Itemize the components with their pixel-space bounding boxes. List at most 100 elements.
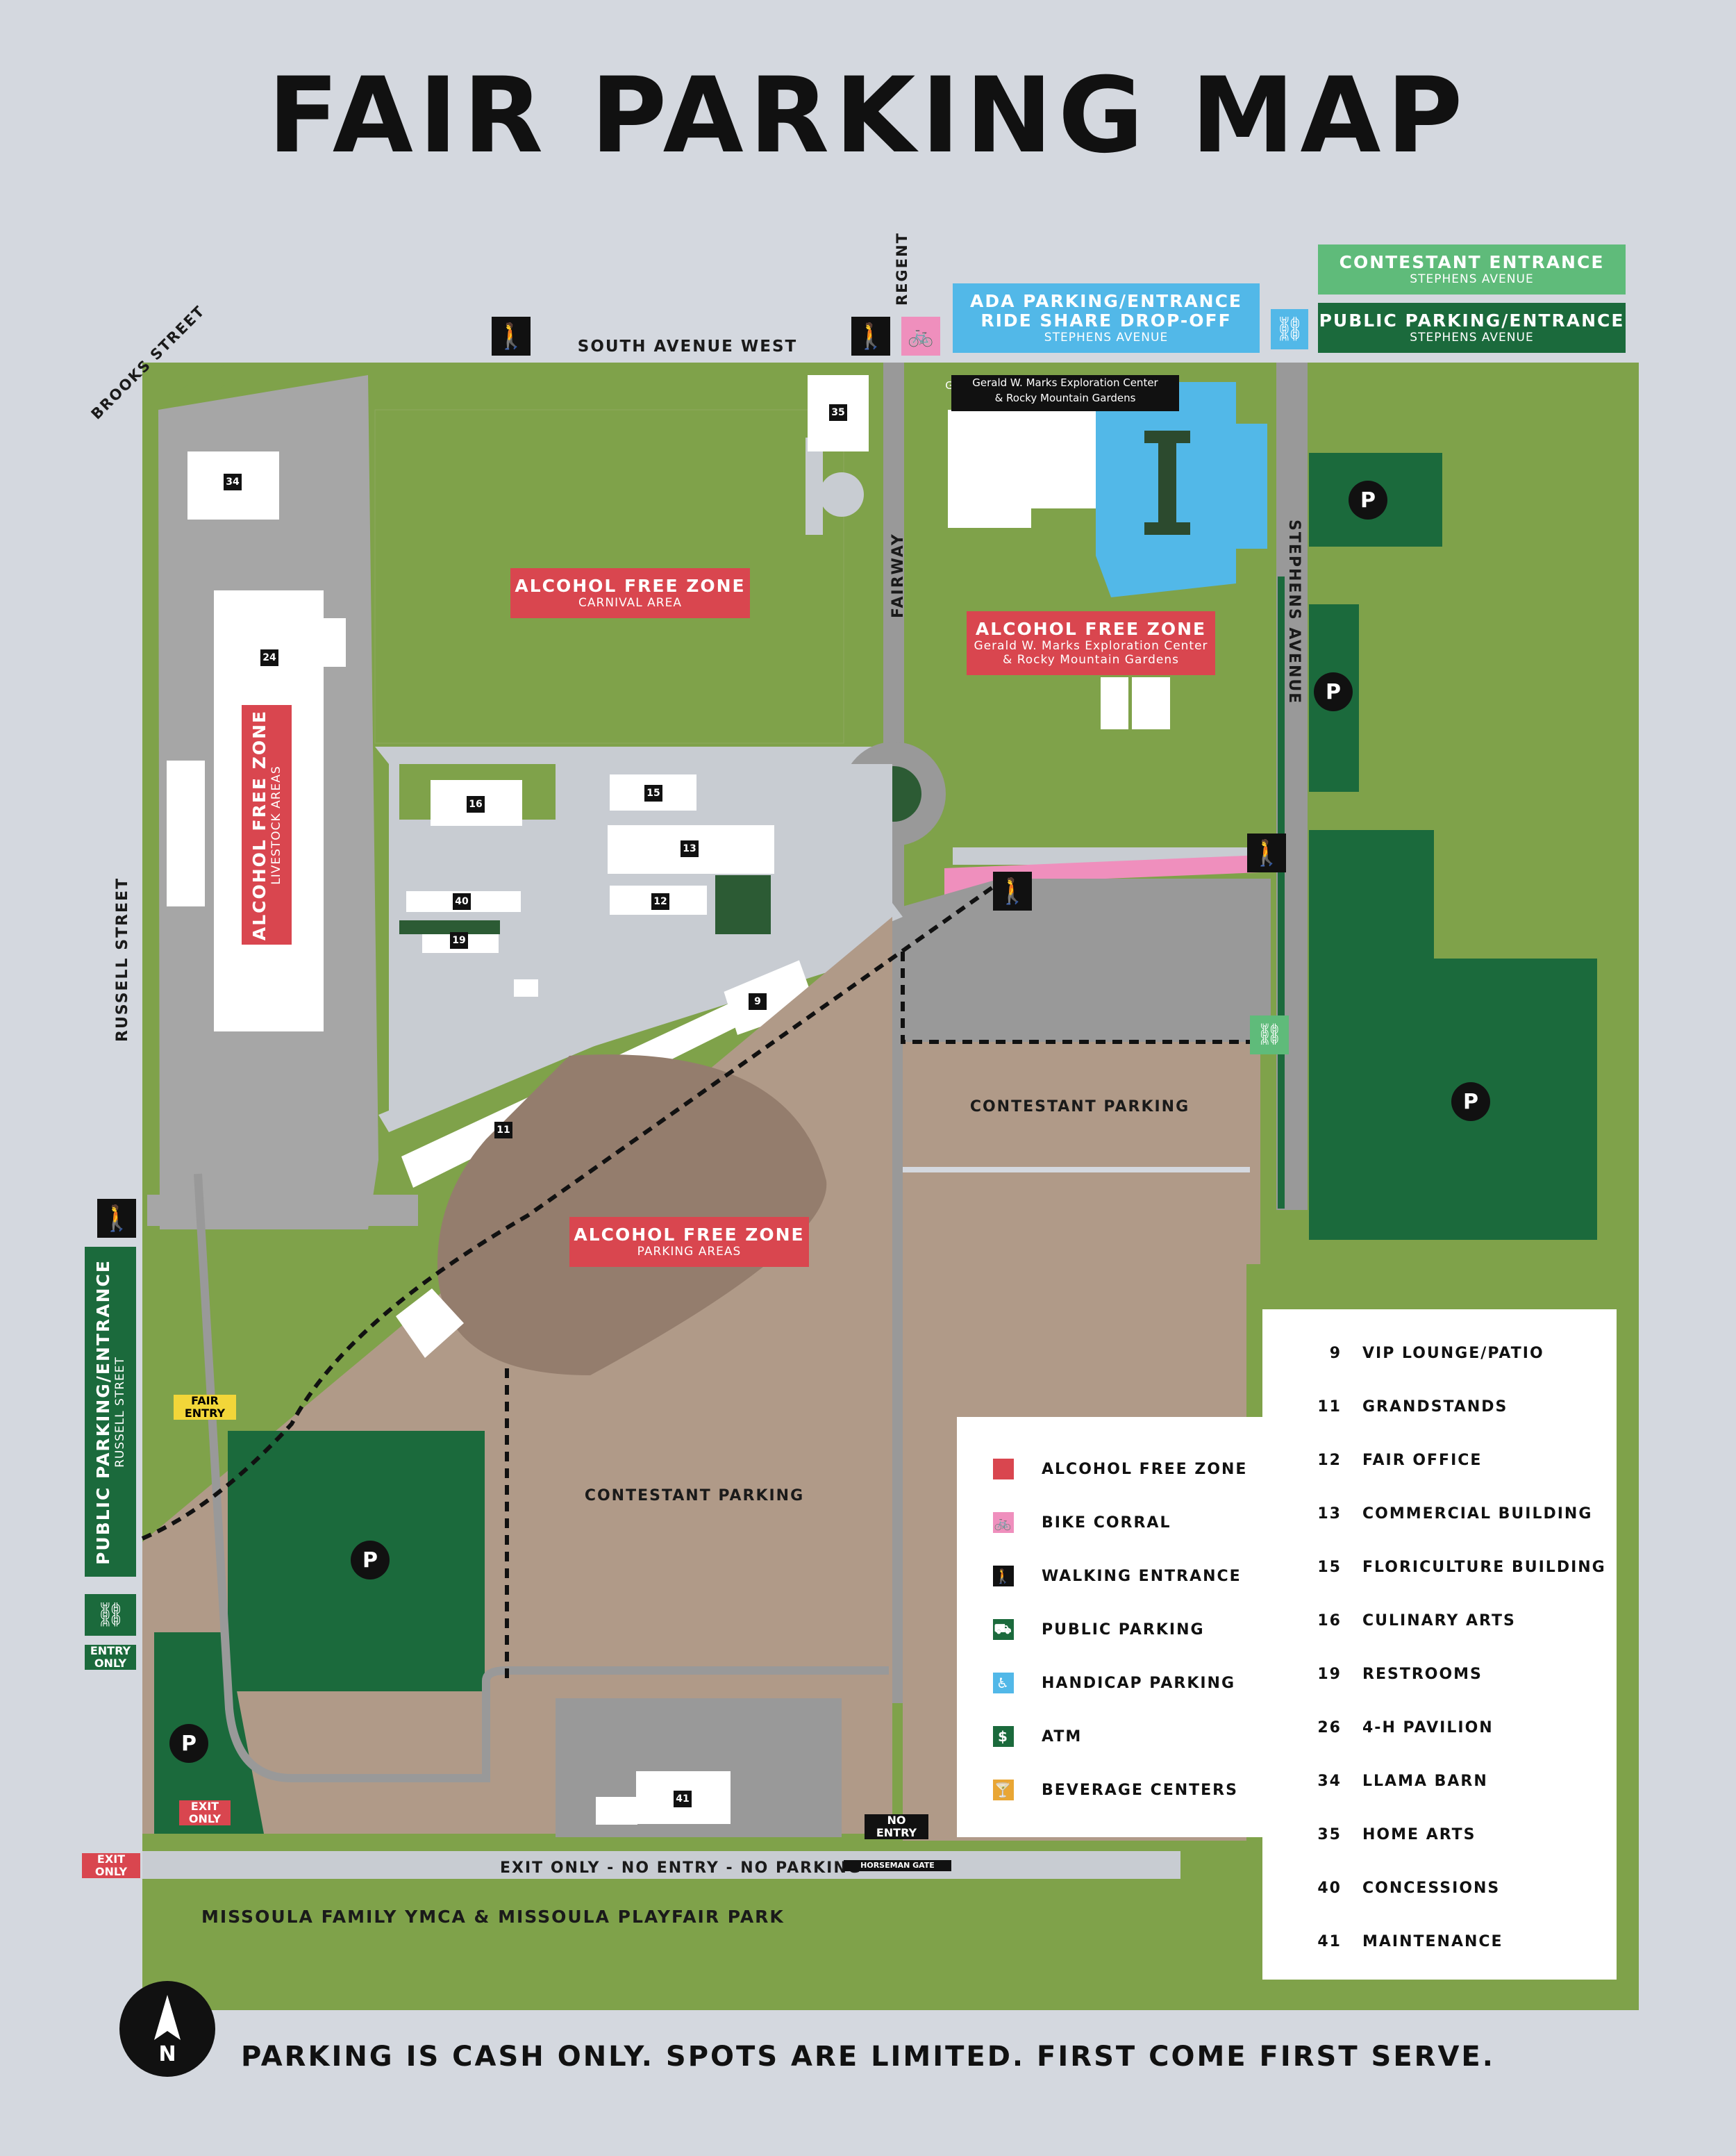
key-number: 40 [1317,1880,1342,1897]
public-parking-southwest-2 [154,1632,264,1834]
key-number: 11 [1317,1398,1342,1416]
fair-entry-line2: ENTRY [184,1407,226,1420]
no-entry-line2: ENTRY [876,1826,917,1839]
ada-entrance-title2: RIDE SHARE DROP-OFF [980,310,1232,331]
street-south-avenue-west: SOUTH AVENUE WEST [578,338,797,356]
parking-icon: P [351,1541,390,1579]
key-number: 12 [1317,1452,1342,1469]
ada-entrance-box: ADA PARKING/ENTRANCE RIDE SHARE DROP-OFF… [953,283,1260,353]
key-name: HOME ARTS [1362,1826,1476,1843]
walking-person-icon: 🚶 [851,317,890,356]
legend-item: ALCOHOL FREE ZONE [993,1459,1247,1479]
exit-only-tag: EXIT ONLY [179,1800,231,1825]
car-icon: ⛓ [85,1594,136,1636]
car-icon: ⛓ [1271,309,1308,349]
key-name: GRANDSTANDS [1362,1398,1508,1416]
street-regent: REGENT [894,232,910,306]
legend-label: ALCOHOL FREE ZONE [1042,1460,1248,1478]
zone-exploration-title: ALCOHOL FREE ZONE [975,619,1207,639]
exploration-center-label-line2: & Rocky Mountain Gardens [994,392,1136,404]
building-number-15: 15 [644,785,662,802]
public-entrance-russell-sub: RUSSELL STREET [113,1356,127,1468]
legend-item: 🍸BEVERAGE CENTERS [993,1780,1238,1800]
entry-only-tag: ENTRY ONLY [85,1645,136,1670]
no-entry-tag: NO ENTRY [865,1814,928,1839]
bike-icon: 🚲 [993,1512,1014,1533]
exit-only-west-line1: EXIT [97,1852,126,1866]
legend-label: BIKE CORRAL [1042,1514,1171,1532]
public-entrance-russell-title: PUBLIC PARKING/ENTRANCE [93,1259,113,1565]
key-item: 9 VIP LOUNGE/PATIO [1305,1345,1544,1362]
alcohol-free-zone-livestock: ALCOHOL FREE ZONE LIVESTOCK AREAS [242,705,292,945]
legend-label: BEVERAGE CENTERS [1042,1781,1238,1799]
footer-note: PARKING IS CASH ONLY. SPOTS ARE LIMITED.… [241,2041,1495,2073]
public-entrance-stephens-title: PUBLIC PARKING/ENTRANCE [1319,310,1625,331]
building-number-40: 40 [453,893,471,910]
legend-label: WALKING ENTRANCE [1042,1567,1242,1585]
key-name: CONCESSIONS [1362,1880,1501,1897]
legend-label: PUBLIC PARKING [1042,1620,1205,1639]
ada-parking-lot [1096,382,1267,597]
key-name: MAINTENANCE [1362,1933,1503,1950]
zone-livestock-text: ALCOHOL FREE ZONE LIVESTOCK AREAS [249,709,284,940]
key-item: 15 FLORICULTURE BUILDING [1305,1559,1606,1576]
building-number-41: 41 [674,1791,692,1807]
zone-exploration-sub1: Gerald W. Marks Exploration Center [974,639,1208,653]
key-name: FLORICULTURE BUILDING [1362,1559,1606,1576]
legend-item: ♿HANDICAP PARKING [993,1673,1235,1693]
entry-only-line2: ONLY [94,1657,127,1670]
key-item: 12 FAIR OFFICE [1305,1452,1482,1469]
zone-exploration-sub2: & Rocky Mountain Gardens [1003,653,1179,667]
zone-parking-title: ALCOHOL FREE ZONE [574,1225,805,1245]
key-name: LLAMA BARN [1362,1773,1488,1790]
red-square [993,1459,1014,1479]
key-number: 9 [1329,1345,1342,1362]
exploration-center-label-line1: Gerald W. Marks Exploration Center [972,376,1158,389]
parking-icon: P [1314,672,1353,711]
building-number-11: 11 [494,1122,512,1138]
contestant-entrance-box: CONTESTANT ENTRANCE STEPHENS AVENUE [1318,244,1626,295]
page-title: FAIR PARKING MAP [267,56,1469,176]
public-entrance-russell-text: PUBLIC PARKING/ENTRANCE RUSSELL STREET [93,1259,127,1565]
bike-corral [944,854,1278,903]
key-name: FAIR OFFICE [1362,1452,1483,1469]
no-entry-line1: NO [887,1814,906,1827]
public-entrance-stephens-sub: STEPHENS AVENUE [1410,331,1534,345]
building-number-13: 13 [681,840,699,857]
public-parking-east-3 [1309,830,1597,1240]
key-number: 34 [1317,1773,1342,1790]
fair-entry-tag: FAIR ENTRY [174,1395,236,1420]
key-number: 41 [1317,1933,1342,1950]
building-number-9: 9 [749,993,767,1010]
zone-livestock-sub: LIVESTOCK AREAS [269,765,284,885]
exit-only-line2: ONLY [188,1812,222,1825]
exit-only-west-tag: EXIT ONLY [82,1853,140,1878]
walking-person-icon: 🚶 [97,1199,136,1238]
public-entrance-stephens-box: PUBLIC PARKING/ENTRANCE STEPHENS AVENUE [1318,303,1626,353]
key-item: 40 CONCESSIONS [1305,1880,1500,1897]
key-number: 15 [1317,1559,1342,1576]
key-name: CULINARY ARTS [1362,1612,1516,1630]
contestant-parking-label-2: CONTESTANT PARKING [585,1487,804,1504]
legend-item: ⛟ PUBLIC PARKING [993,1619,1205,1640]
key-number: 19 [1317,1666,1342,1683]
key-item: 34 LLAMA BARN [1305,1773,1488,1790]
exit-road [142,1851,1180,1879]
contestant-entrance-sub: STEPHENS AVENUE [1410,272,1534,286]
parking-icon: P [1349,481,1387,520]
building-number-12: 12 [651,893,669,910]
exploration-center-building [948,410,1031,528]
zone-livestock-title: ALCOHOL FREE ZONE [249,709,270,940]
car-icon: ⛟ [993,1619,1014,1640]
north-arrow-shape [154,1995,181,2040]
key-name: VIP LOUNGE/PATIO [1362,1345,1544,1362]
parking-icon: P [169,1724,208,1763]
zone-carnival-sub: CARNIVAL AREA [578,596,682,610]
bike-icon: 🚲 [901,317,940,356]
legend-label: HANDICAP PARKING [1042,1674,1236,1692]
